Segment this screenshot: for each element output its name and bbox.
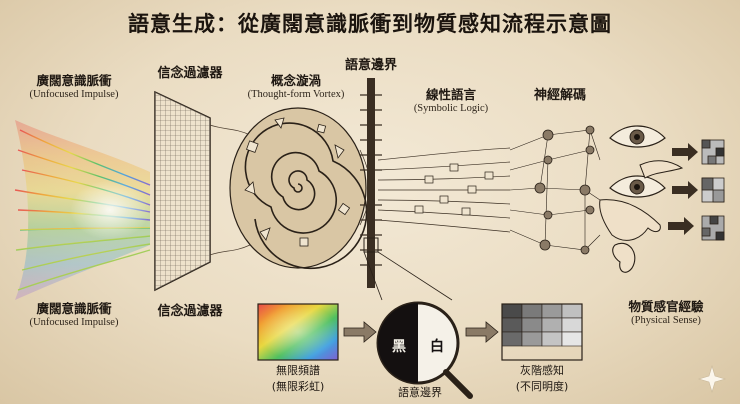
impulse-label-top-zh: 廣闊意識脈衝: [36, 73, 112, 88]
symbolic-label: 線性語言 (Symbolic Logic): [396, 84, 506, 114]
neural-label: 神經解碼: [533, 88, 586, 103]
filter-label-bottom: 信念過濾器: [157, 304, 223, 319]
spectrum-caption-1: 無限頻譜: [276, 364, 320, 377]
impulse-label-bottom: 廣闊意識脈衝 (Unfocused Impulse): [14, 298, 134, 328]
physical-label: 物質感官經驗 (Physical Sense): [606, 296, 726, 326]
neuron-nodes: [534, 125, 595, 255]
lens-black-label: 黑: [392, 339, 406, 355]
symbolic-label-en: (Symbolic Logic): [413, 103, 489, 114]
page-title: 語意生成：從廣闊意識脈衝到物質感知流程示意圖: [128, 12, 612, 36]
sparkle-icon: [697, 364, 727, 394]
lens-caption: 語意邊界: [398, 386, 442, 399]
vortex-label: 概念漩渦 (Thought-form Vortex): [226, 70, 366, 100]
vortex-label-en: (Thought-form Vortex): [247, 89, 345, 100]
symbol-tiles: [414, 163, 494, 216]
arrow-spectrum-to-lens: [343, 321, 377, 343]
gray-caption-2: (不同明度): [515, 380, 569, 393]
thought-vortex: [229, 107, 368, 270]
gray-caption-1: 灰階感知: [520, 364, 564, 377]
ear: [612, 242, 636, 273]
spectrum-caption: 無限頻譜 (無限彩虹): [258, 362, 338, 394]
physical-label-en: (Physical Sense): [631, 315, 701, 326]
impulse-label-bottom-zh: 廣闊意識脈衝: [36, 301, 112, 316]
pixel-tile-2: [701, 177, 725, 203]
filter-label-top: 信念過濾器: [157, 66, 223, 81]
eye-lower: [609, 175, 666, 198]
zoom-lines: [363, 251, 453, 301]
impulse-label-bottom-en: (Unfocused Impulse): [29, 317, 119, 328]
arrow-lens-to-gray: [465, 321, 499, 343]
vortex-label-zh: 概念漩渦: [270, 73, 321, 88]
pixel-tile-1: [701, 139, 725, 165]
rainbow-impulse: [14, 120, 151, 300]
physical-label-zh: 物質感官經驗: [628, 299, 704, 314]
hand: [599, 160, 684, 241]
belief-filter-grid: [154, 90, 211, 292]
symbolic-lines: [377, 147, 511, 233]
symbolic-label-zh: 線性語言: [425, 87, 476, 102]
funnel-lines: [209, 124, 251, 256]
eye-upper: [609, 125, 666, 148]
magnifier-lens: [376, 301, 473, 399]
spectrum-caption-2: (無限彩虹): [271, 380, 325, 393]
output-arrows: [668, 143, 698, 235]
boundary-label: 語意邊界: [344, 58, 397, 73]
lens-white-label: 白: [430, 339, 444, 355]
spectrum-box: [257, 303, 339, 361]
grayscale-box: [501, 303, 583, 361]
impulse-label-top: 廣闊意識脈衝 (Unfocused Impulse): [14, 70, 134, 100]
impulse-label-top-en: (Unfocused Impulse): [29, 89, 119, 100]
gray-caption: 灰階感知 (不同明度): [502, 362, 582, 394]
pixel-tile-3: [701, 215, 725, 241]
